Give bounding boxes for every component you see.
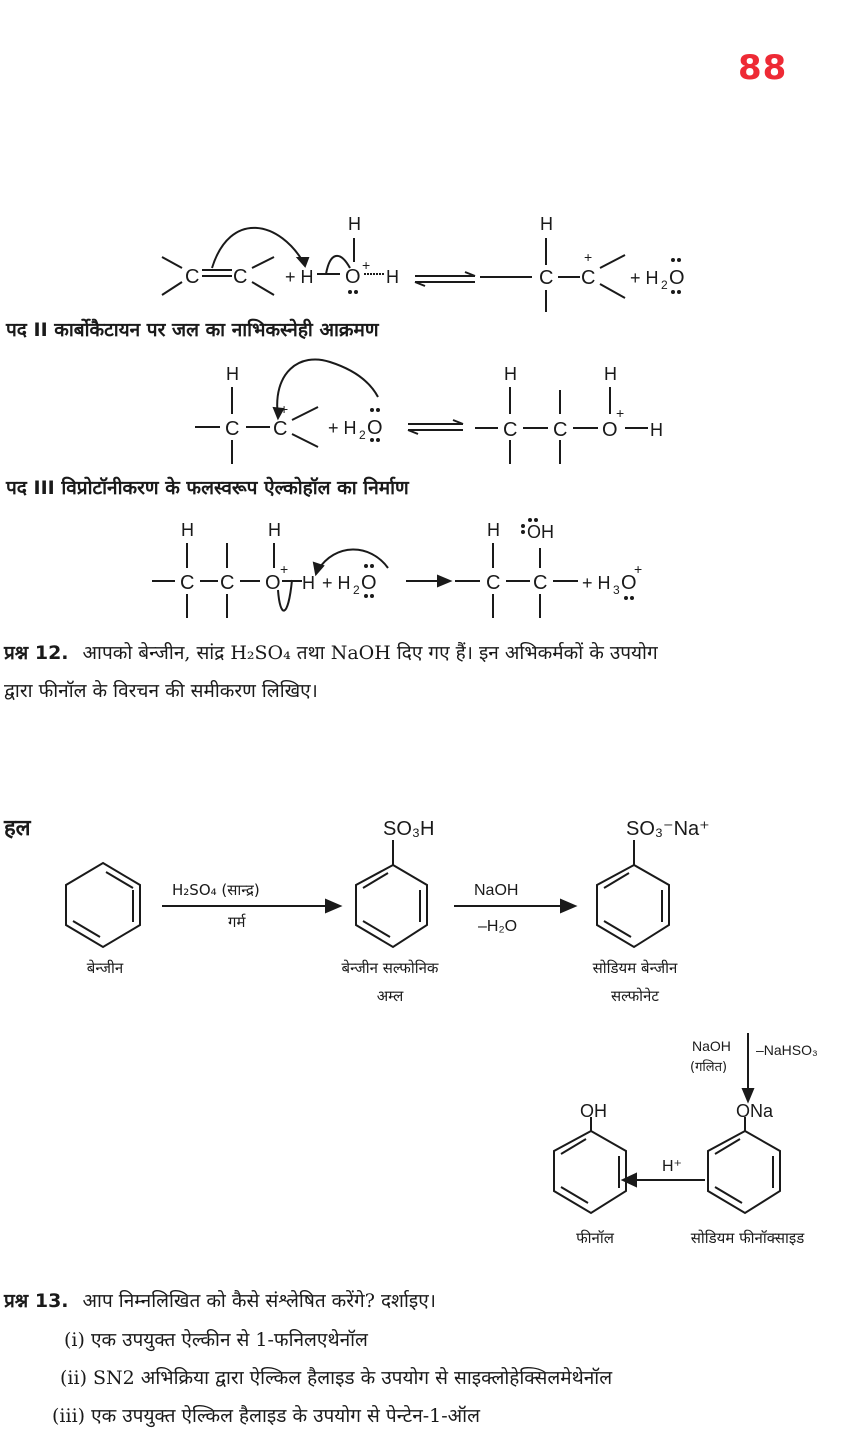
svg-text:H: H [487,520,500,540]
svg-text:C: C [233,266,247,288]
svg-text:+ H: + H [285,267,314,287]
svg-text:+: + [280,561,288,577]
step2-byproduct: –H₂O [478,918,517,935]
phenoxide-label: सोडियम फीनॉक्साइड [690,1229,805,1247]
svg-text:C: C [581,267,595,289]
svg-text:H: H [504,364,517,384]
svg-text:H: H [181,520,194,540]
question-12-line-1: आपको बेन्जीन, सांद्र H₂SO₄ तथा NaOH दिए … [82,642,658,664]
svg-text:C: C [533,572,547,594]
sulfonic-acid-label-1: बेन्जीन सल्फोनिक [341,959,439,977]
svg-text:C: C [539,267,553,289]
step1-condition: गर्म [228,913,246,931]
svg-text:H: H [268,520,281,540]
solution-label: हल [4,816,31,841]
step3-condition: (गलित) [690,1059,727,1075]
svg-text:3: 3 [613,583,620,597]
sulfonic-group: SO₃H [383,818,434,840]
item-number: (iii) [52,1405,86,1427]
mechanism-equation-2: H C C + + H 2 O H C C H O + H [195,358,663,464]
phenol-synthesis-scheme: H₂SO₄ (सान्द्र) गर्म SO₃H NaOH –H₂O SO₃⁻… [65,818,818,1215]
svg-text:H: H [604,364,617,384]
svg-text:H: H [302,573,315,593]
benzene-label: बेन्जीन [86,959,124,977]
question-12: प्रश्न 12. आपको बेन्जीन, सांद्र H₂SO₄ तथा… [4,634,658,710]
svg-text:2: 2 [353,583,360,597]
question-12-line-2: द्वारा फीनॉल के विरचन की समीकरण लिखिए। [4,680,318,702]
svg-text:O: O [361,572,377,594]
svg-text:2: 2 [359,428,366,442]
question-13: प्रश्न 13. आप निम्नलिखित को कैसे संश्लेषि… [4,1282,436,1320]
step2-reagent: NaOH [474,882,518,899]
item-text: SN2 अभिक्रिया द्वारा ऐल्किल हैलाइड के उप… [93,1367,613,1389]
svg-text:H: H [348,214,361,234]
svg-text:C: C [180,572,194,594]
svg-text:2: 2 [661,278,668,292]
svg-text:+ H: + H [322,573,351,593]
step1-reagent: H₂SO₄ (सान्द्र) [172,881,260,899]
question-13-item: (iii) एक उपयुक्त ऐल्किल हैलाइड के उपयोग … [52,1402,480,1428]
sulfonate-label-2: सल्फोनेट [611,987,659,1005]
question-12-label: प्रश्न 12. [4,642,69,664]
svg-text:+: + [616,405,624,421]
sulfonate-group: SO₃⁻Na⁺ [626,818,710,840]
svg-text:H: H [540,214,553,234]
item-text: एक उपयुक्त ऐल्किल हैलाइड के उपयोग से पेन… [91,1405,480,1427]
step3-byproduct: –NaHSO₃ [756,1042,818,1058]
step4-reagent: H⁺ [662,1158,682,1175]
svg-text:H: H [386,267,399,287]
svg-text:+ H: + H [630,268,659,288]
svg-text:OH: OH [527,522,554,542]
mechanism-equation-1: C C + H H O + H H C C + + H 2 O [161,214,685,312]
item-text: एक उपयुक्त ऐल्कीन से 1-फनिलएथेनॉल [90,1329,368,1351]
svg-text:O: O [265,572,281,594]
svg-text:C: C [185,266,199,288]
svg-text:H: H [226,364,239,384]
svg-text:O: O [367,417,383,439]
question-13-item: (i) एक उपयुक्त ऐल्कीन से 1-फनिलएथेनॉल [64,1326,368,1352]
svg-text:C: C [273,418,287,440]
svg-text:C: C [503,419,517,441]
question-13-text: आप निम्नलिखित को कैसे संश्लेषित करेंगे? … [82,1290,436,1312]
svg-text:+ H: + H [328,418,357,438]
item-number: (i) [64,1329,85,1351]
svg-text:H: H [650,420,663,440]
phenol-group: OH [580,1101,607,1121]
svg-text:C: C [225,418,239,440]
sulfonic-acid-label-2: अम्ल [376,987,404,1005]
phenoxide-group: ONa [736,1101,774,1121]
question-13-item: (ii) SN2 अभिक्रिया द्वारा ऐल्किल हैलाइड … [60,1364,612,1390]
step-2-heading: पद II कार्बोकैटायन पर जल का नाभिकस्नेही … [6,319,379,341]
svg-text:O: O [669,267,685,289]
svg-text:+: + [362,257,370,273]
step-3-heading: पद III विप्रोटॉनीकरण के फलस्वरूप ऐल्कोहॉ… [6,477,409,499]
item-number: (ii) [60,1367,87,1389]
svg-text:C: C [486,572,500,594]
svg-text:+ H: + H [582,573,611,593]
svg-text:O: O [621,572,637,594]
question-13-label: प्रश्न 13. [4,1290,69,1312]
sulfonate-label-1: सोडियम बेन्जीन [592,959,678,977]
page-number: 88 [738,48,788,88]
step3-reagent: NaOH [692,1038,731,1054]
phenol-label: फीनॉल [576,1229,614,1247]
svg-text:C: C [220,572,234,594]
svg-text:+: + [634,561,642,577]
svg-text:C: C [553,419,567,441]
mechanism-equation-3: H C C H O + H + H 2 O H C C OH + H 3 O + [152,518,642,618]
svg-text:+: + [280,401,288,417]
svg-text:O: O [345,266,361,288]
svg-text:+: + [584,249,592,265]
svg-text:O: O [602,419,618,441]
